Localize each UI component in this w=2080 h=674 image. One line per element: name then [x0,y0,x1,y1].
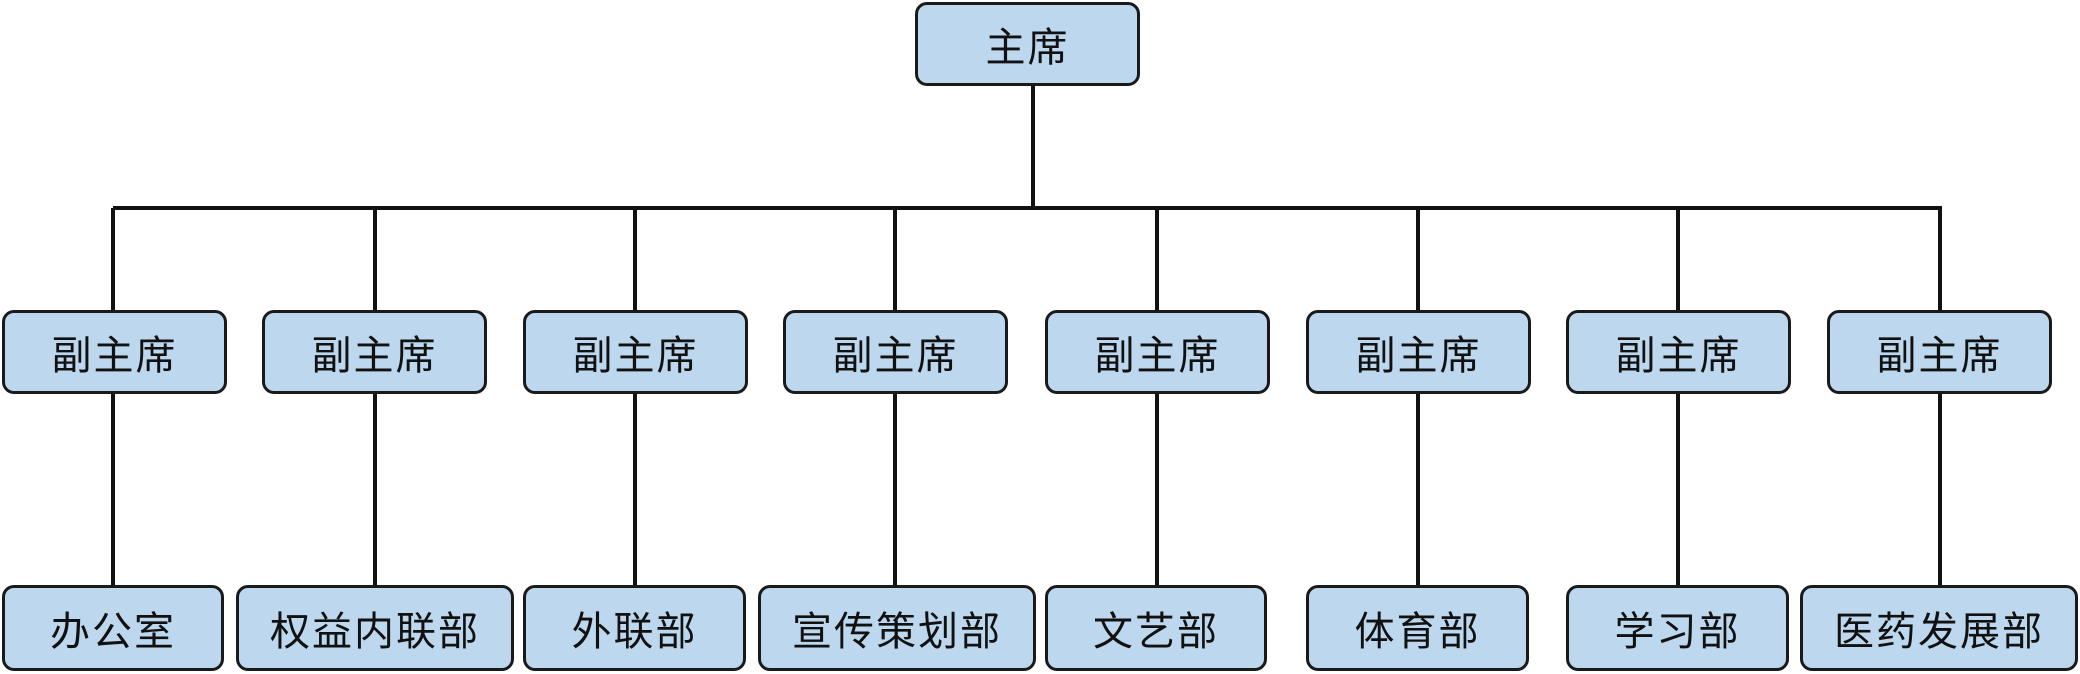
department-node: 文艺部 [1045,585,1267,671]
department-label: 外联部 [571,609,698,655]
vice-chairman-node: 副主席 [783,310,1008,394]
department-label: 权益内联部 [270,609,480,655]
department-label: 文艺部 [1093,609,1219,655]
vice-chairman-label: 副主席 [832,333,959,379]
vice-chairman-node: 副主席 [1045,310,1270,394]
department-node: 学习部 [1566,585,1789,671]
vice-chairman-label: 副主席 [51,333,178,379]
vice-chairman-label: 副主席 [1876,333,2003,379]
vice-chairman-label: 副主席 [311,333,438,379]
department-node: 体育部 [1306,585,1529,671]
department-node: 外联部 [523,585,746,671]
vice-chairman-label: 副主席 [1355,333,1482,379]
chairman-label: 主席 [985,25,1070,71]
department-node: 权益内联部 [236,585,514,671]
chairman-node: 主席 [915,2,1140,86]
department-label: 宣传策划部 [792,609,1002,655]
vice-chairman-node: 副主席 [523,310,748,394]
vice-chairman-node: 副主席 [2,310,227,394]
vice-chairman-label: 副主席 [1615,333,1742,379]
vice-chairman-label: 副主席 [1094,333,1221,379]
department-label: 医药发展部 [1834,609,2044,655]
department-label: 体育部 [1354,609,1481,655]
department-label: 学习部 [1614,609,1741,655]
vice-chairman-node: 副主席 [1566,310,1791,394]
department-node: 医药发展部 [1800,585,2078,671]
department-node: 办公室 [2,585,224,671]
vice-chairman-node: 副主席 [1827,310,2052,394]
vice-chairman-label: 副主席 [572,333,699,379]
vice-chairman-node: 副主席 [1306,310,1531,394]
vice-chairman-node: 副主席 [262,310,487,394]
department-label: 办公室 [50,609,176,655]
department-node: 宣传策划部 [758,585,1036,671]
